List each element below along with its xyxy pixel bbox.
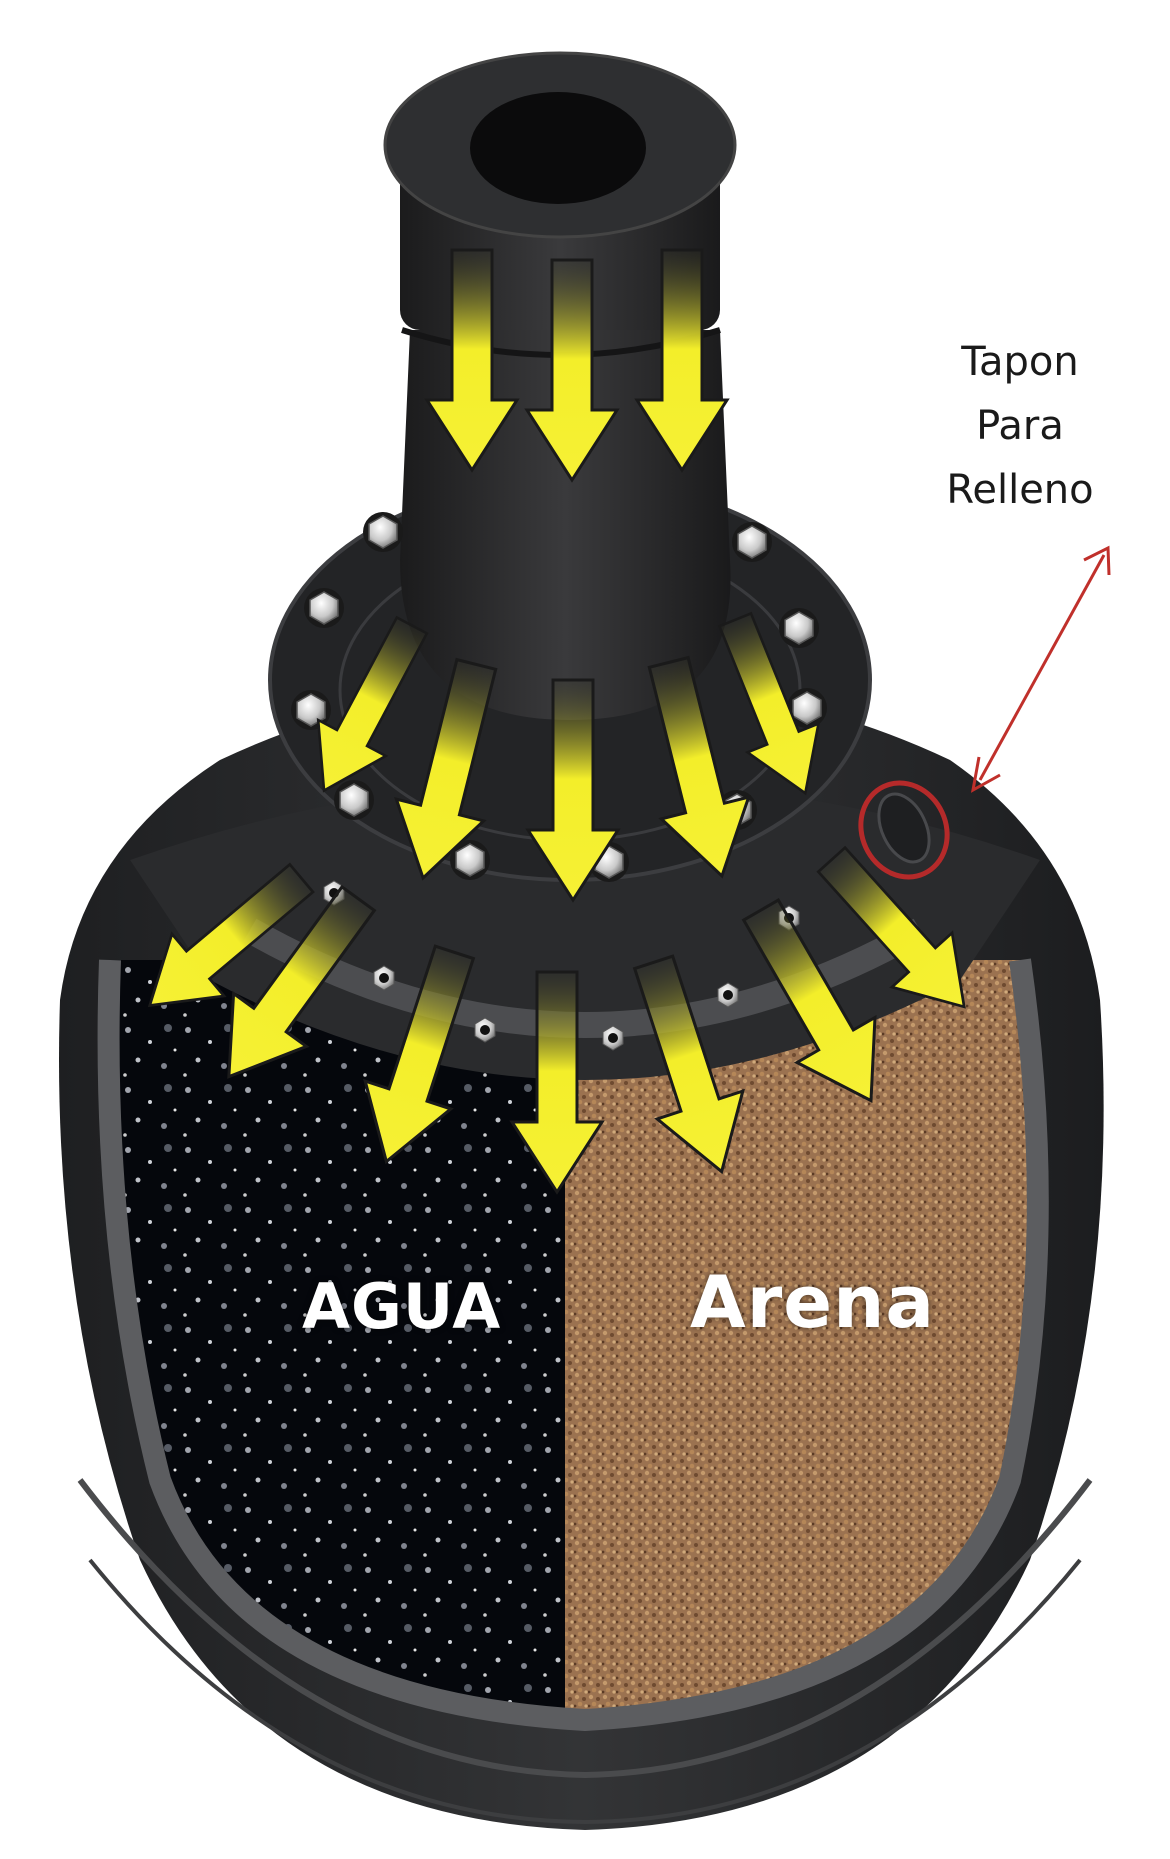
highlight-ring xyxy=(858,780,950,880)
flow-arrows-neck xyxy=(425,248,729,482)
water-label: AGUA xyxy=(302,1270,502,1343)
sand-label: Arena xyxy=(690,1260,935,1344)
fill-plug xyxy=(858,780,950,880)
callout-line-2: Para xyxy=(976,403,1064,449)
cutaway-rim xyxy=(97,958,1049,1732)
callout-line-3: Relleno xyxy=(946,467,1094,513)
callout-arrow xyxy=(970,545,1111,793)
callout-label: Tapon Para Relleno xyxy=(930,330,1110,522)
inlet-neck xyxy=(383,51,737,720)
callout-line-1: Tapon xyxy=(961,339,1079,385)
inlet-opening xyxy=(470,92,646,204)
